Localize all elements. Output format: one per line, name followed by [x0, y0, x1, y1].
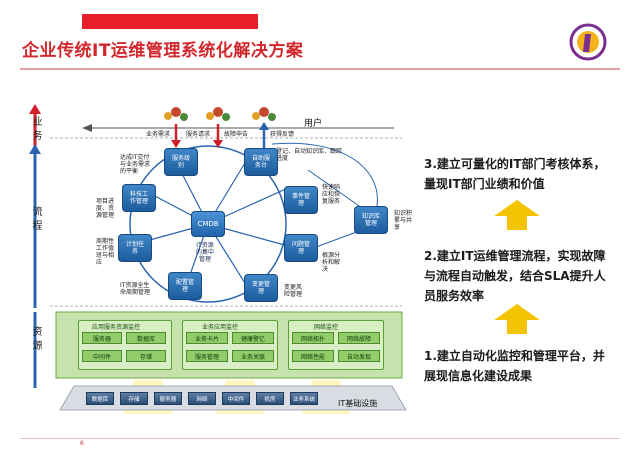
title-divider: [20, 68, 620, 70]
resource-chip[interactable]: 业务卡片: [186, 332, 228, 344]
step-1-text: 1.建立自动化监控和管理平台，并展现信息化建设成果: [424, 349, 605, 383]
flow-label-fault-report: 故障申告: [224, 131, 249, 138]
node-knowledge-base-label: 知识库 管理: [361, 213, 380, 227]
infra-chip[interactable]: 中间件: [222, 392, 250, 405]
resource-group-network-title: 网络监控: [314, 324, 339, 331]
note-fast-response: 快速响 应和恢 复服务: [322, 184, 341, 205]
resource-chip[interactable]: 自动发现: [338, 350, 380, 362]
note-project: 项目进 度、资 源管理: [96, 198, 115, 219]
node-self-service-desk[interactable]: 自助服 务台: [244, 148, 278, 176]
up-arrow-icon: [494, 304, 540, 334]
note-root-cause: 根源分 析和解 决: [322, 252, 341, 273]
resource-chip[interactable]: 网络性能: [292, 350, 334, 362]
resource-chip[interactable]: 健康警忆: [232, 332, 274, 344]
node-service-level[interactable]: 服务级 别: [164, 148, 198, 176]
infrastructure-label: IT基础设施: [338, 399, 378, 408]
node-problem-management[interactable]: 问题管 理: [284, 234, 318, 262]
resource-chip[interactable]: 中间件: [82, 350, 122, 362]
up-arrow-icon: [494, 200, 540, 230]
node-event-label: 事件管 理: [291, 193, 310, 207]
node-cmdb[interactable]: CMDB: [191, 211, 225, 237]
flow-label-business-demand: 业务需求: [146, 131, 171, 138]
resource-chip[interactable]: 服务器: [82, 332, 122, 344]
page-title: 企业传统IT运维管理系统化解决方案: [22, 41, 304, 61]
node-plan-task-label: 计划任 务: [125, 241, 144, 255]
node-knowledge-base[interactable]: 知识库 管理: [354, 206, 388, 234]
footer-divider: [20, 438, 620, 439]
resource-chip[interactable]: 存储: [126, 350, 166, 362]
infra-chip[interactable]: 机房: [256, 392, 284, 405]
node-tech-work-management[interactable]: 科技工 作管理: [122, 184, 156, 212]
resource-chip[interactable]: 业务关联: [232, 350, 274, 362]
tier-label-process: 流程: [30, 206, 41, 234]
note-service-level: 达成IT交付 与业务需求 的平衡: [120, 154, 151, 175]
node-tech-work-label: 科技工 作管理: [129, 191, 148, 205]
users-label: 用户: [304, 119, 323, 129]
infra-chip[interactable]: 存储: [120, 392, 148, 405]
node-plan-task[interactable]: 计划任 务: [118, 234, 152, 262]
it-ops-architecture-diagram: 业务 流程 资源 用户 业务需求 服务请求 故障申告 获得反馈 达成IT交付 与…: [22, 98, 414, 418]
flow-label-service-request: 服务请求: [186, 131, 211, 138]
note-periodic: 周期性 工作值 班与相 应: [96, 238, 115, 266]
resource-group-business-app-title: 业务应用监控: [202, 324, 239, 331]
step-2-text: 2.建立IT运维管理流程，实现故障与流程自动触发，结合SLA提升人员服务效率: [424, 249, 606, 303]
note-lifecycle: IT资源全生 命周期管理: [120, 282, 151, 296]
resource-chip[interactable]: 网络故障: [338, 332, 380, 344]
resource-chip[interactable]: 网络拓扑: [292, 332, 334, 344]
node-change-management[interactable]: 变更管 理: [244, 274, 278, 302]
note-knowledge-share: 知识积 累与共 享: [394, 210, 413, 231]
node-self-service-desk-label: 自助服 务台: [251, 155, 270, 169]
node-event-management[interactable]: 事件管 理: [284, 186, 318, 214]
users-figures: [164, 107, 276, 121]
node-config-management[interactable]: 配置管 理: [168, 272, 202, 300]
step-3-text: 3.建立可量化的IT部门考核体系，量现IT部门业绩和价值: [424, 157, 606, 191]
cmdb-note: IT资源 的集中 管理: [196, 242, 215, 263]
infra-chip[interactable]: 数据库: [86, 392, 114, 405]
infra-chip[interactable]: 网络: [188, 392, 216, 405]
node-change-label: 变更管 理: [251, 281, 270, 295]
diagram-graphics: [29, 104, 407, 414]
page-number: 6: [80, 440, 84, 447]
node-service-level-label: 服务级 别: [171, 155, 190, 169]
tier-label-business: 业务: [30, 116, 41, 144]
header-accent-bar: [82, 14, 258, 29]
note-record: 登记、自动知识库、跟踪 进度: [276, 148, 343, 162]
infra-chip[interactable]: 业务系统: [290, 392, 318, 405]
resource-group-app-service-title: 应用服务资源监控: [92, 324, 141, 331]
infra-chip[interactable]: 服务器: [154, 392, 182, 405]
node-problem-label: 问题管 理: [291, 241, 310, 255]
tier-label-resource: 资源: [30, 326, 41, 354]
company-logo: [569, 23, 607, 61]
node-config-label: 配置管 理: [175, 279, 194, 293]
flow-label-feedback: 获得反馈: [270, 131, 295, 138]
note-change-risk: 变更风 险管理: [284, 284, 303, 298]
resource-chip[interactable]: 服务管理: [186, 350, 228, 362]
resource-chip[interactable]: 数据库: [126, 332, 166, 344]
